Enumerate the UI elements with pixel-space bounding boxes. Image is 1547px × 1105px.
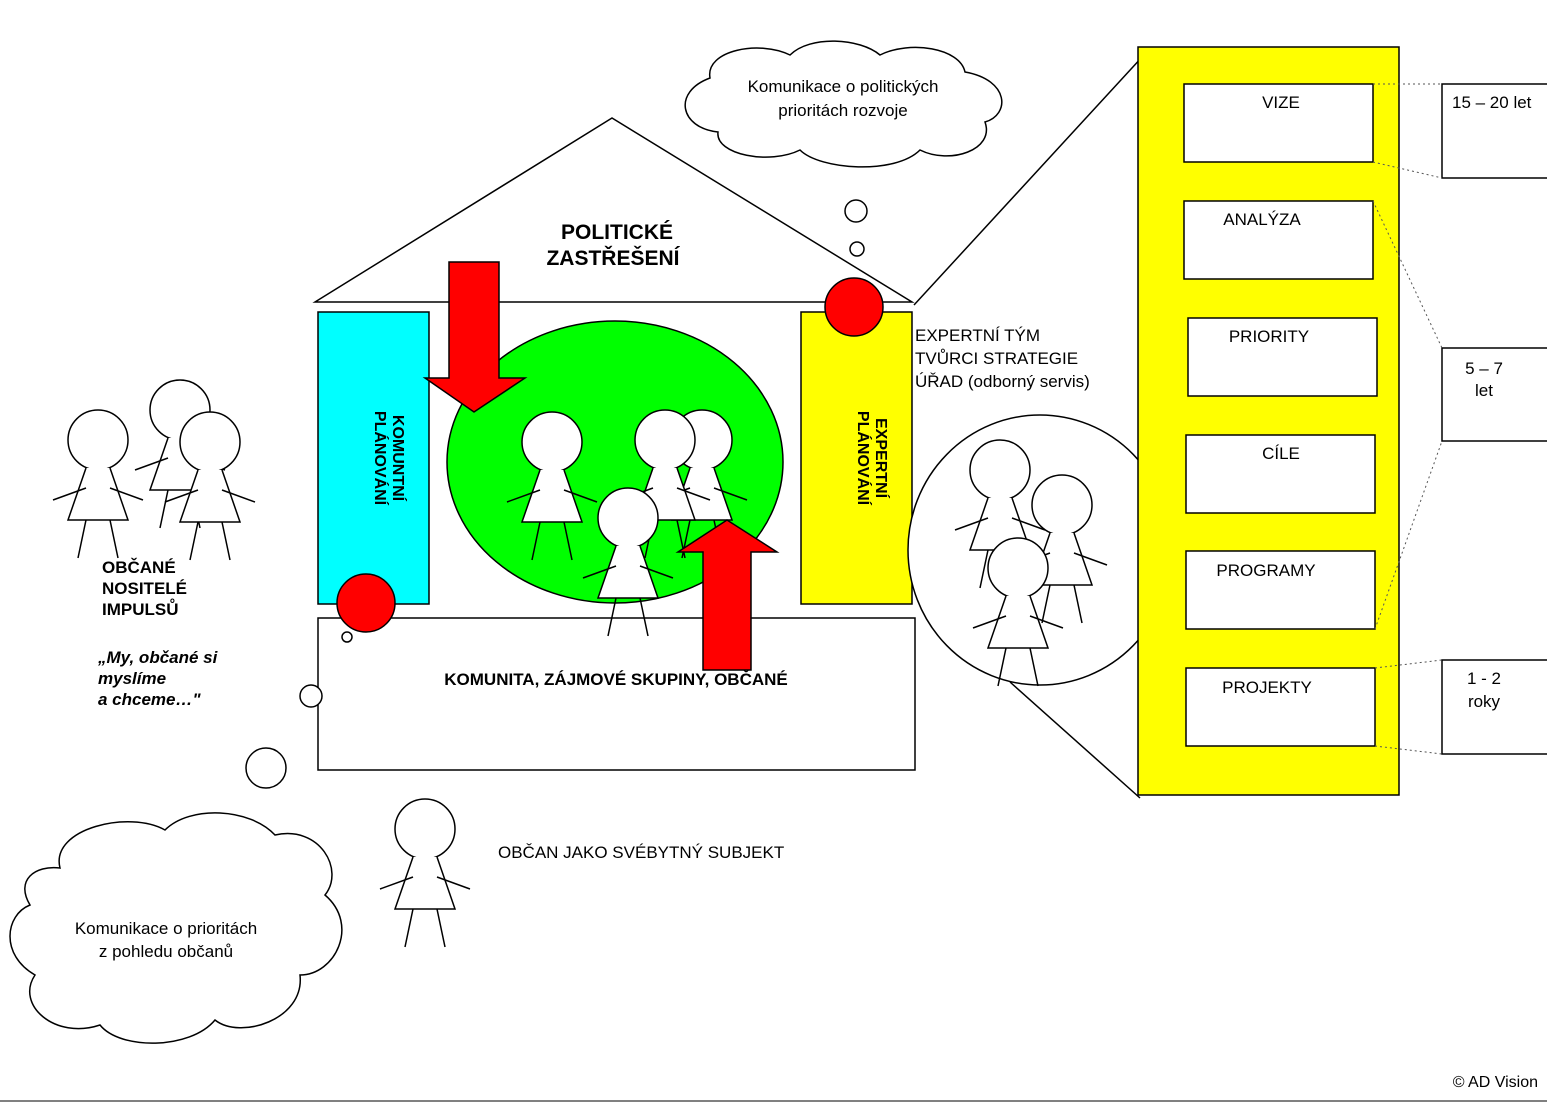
citizens-cloud-line-2: z pohledu občanů [99, 942, 233, 961]
level-label-programy: PROGRAMY [1216, 561, 1315, 580]
roof-line-1: POLITICKÉ [561, 221, 673, 244]
horizon-connectors [1372, 83, 1443, 755]
horizon-mid-line-1: 5 – 7 [1465, 359, 1503, 378]
left-pillar-line-1: KOMUNTNÍ [389, 415, 408, 502]
community-planning-pillar: KOMUNTNÍ PLÁNOVÁNÍ [317, 311, 430, 605]
horizon-short-line-1: 1 - 2 [1467, 669, 1501, 688]
level-label-priority: PRIORITY [1229, 327, 1309, 346]
level-label-analyza: ANALÝZA [1223, 210, 1301, 229]
right-pillar-line-1: EXPERTNÍ [872, 418, 891, 499]
person-icon [52, 409, 144, 559]
expert-team-circle [907, 414, 1173, 687]
citizens-thought-cloud: Komunikace o prioritách z pohledu občanů [9, 812, 343, 1044]
citizens-label-1: OBČANÉ [102, 558, 176, 577]
up-arrow-icon [675, 519, 780, 671]
citizens-cloud-line-1: Komunikace o prioritách [75, 919, 257, 938]
left-pillar-line-2: PLÁNOVÁNÍ [371, 411, 390, 506]
red-dot-icon [824, 277, 884, 337]
citizens-quote-3: a chceme…" [98, 690, 201, 709]
political-cloud-line-2: prioritách rozvoje [778, 101, 907, 120]
level-label-vize: VIZE [1262, 93, 1300, 112]
person-icon [379, 798, 471, 948]
right-pillar-line-2: PLÁNOVÁNÍ [854, 411, 873, 506]
expert-team-line-3: ÚŘAD (odborný servis) [915, 372, 1090, 391]
horizon-short-term: 1 - 2 roky [1441, 659, 1547, 755]
down-arrow-icon [422, 261, 528, 413]
political-cloud-line-1: Komunikace o politických [748, 77, 939, 96]
citizens-group [52, 379, 256, 561]
horizon-short-line-2: roky [1468, 692, 1501, 711]
citizens-label-3: IMPULSŮ [102, 599, 179, 619]
base-label: KOMUNITA, ZÁJMOVÉ SKUPINY, OBČANÉ [444, 670, 788, 689]
individual-label: OBČAN JAKO SVÉBYTNÝ SUBJEKT [498, 843, 784, 862]
strategy-level-projekty: PROJEKTY [1185, 667, 1376, 747]
horizon-mid-term: 5 – 7 let [1441, 347, 1547, 442]
community-base: KOMUNITA, ZÁJMOVÉ SKUPINY, OBČANÉ [317, 617, 916, 771]
level-label-cile: CÍLE [1262, 444, 1300, 463]
expert-team-line-2: TVŮRCI STRATEGIE [915, 349, 1078, 368]
copyright: © AD Vision [1453, 1074, 1538, 1091]
community-circle [446, 320, 784, 637]
roof-line-2: ZASTŘEŠENÍ [546, 246, 680, 270]
red-dot-icon [336, 573, 396, 633]
strategy-level-analyza: ANALÝZA [1183, 200, 1374, 280]
level-label-projekty: PROJEKTY [1222, 678, 1312, 697]
roof: POLITICKÉ ZASTŘEŠENÍ [312, 117, 915, 303]
strategy-level-vize: VIZE [1183, 83, 1374, 163]
expert-team-line-1: EXPERTNÍ TÝM [915, 326, 1040, 345]
horizon-mid-line-2: let [1475, 381, 1493, 400]
strategy-level-cile: CÍLE [1185, 434, 1376, 514]
citizens-quote-2: myslíme [98, 669, 166, 688]
strategy-level-priority: PRIORITY [1187, 317, 1378, 397]
horizon-long-line-1: 15 – 20 let [1452, 93, 1532, 112]
citizens-quote-1: „My, občané si [97, 648, 219, 667]
strategy-level-programy: PROGRAMY [1185, 550, 1376, 630]
citizens-label-2: NOSITELÉ [102, 579, 187, 598]
horizon-long-term: 15 – 20 let [1441, 83, 1547, 179]
expert-planning-pillar: EXPERTNÍ PLÁNOVÁNÍ [800, 311, 913, 605]
